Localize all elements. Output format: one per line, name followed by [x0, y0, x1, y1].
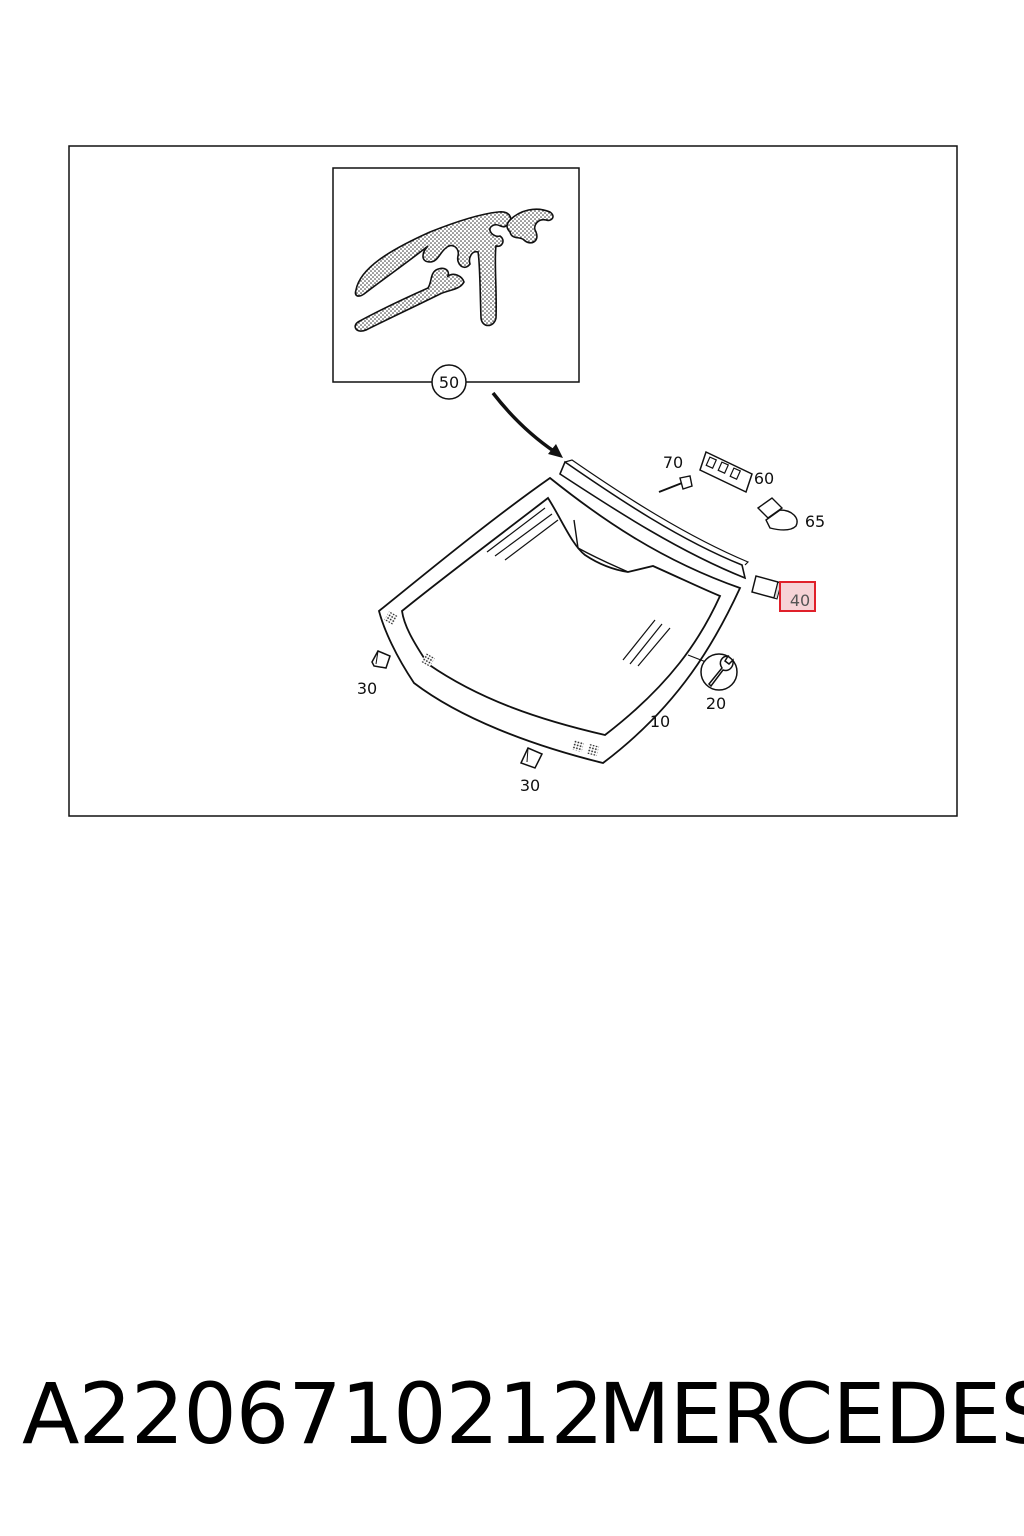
- callout-70: 70: [663, 453, 683, 472]
- highlight-box-40: [779, 581, 816, 612]
- rivet-part-70: 70: [658, 453, 693, 493]
- caption-bar: A2206710212 MERCEDES: [0, 1365, 1024, 1475]
- callout-40: 40: [790, 591, 810, 610]
- part-number: A2206710212: [22, 1365, 604, 1463]
- seal-profile-inset: 50: [332, 167, 580, 400]
- diagram-frame: [68, 145, 958, 817]
- spacer-block-bottom: 30: [520, 747, 544, 795]
- arrow-indicator: [491, 391, 563, 458]
- wrench-icon: 20: [700, 653, 738, 713]
- bracket-part-60: 60: [699, 450, 774, 494]
- clip-part-65: 65: [756, 497, 825, 531]
- callout-10: 10: [650, 712, 670, 731]
- spacer-block-left: 30: [357, 650, 391, 698]
- callout-50: 50: [439, 373, 459, 392]
- callout-30-bottom: 30: [520, 776, 540, 795]
- windshield-glass: 10: [377, 476, 742, 764]
- roof-seal-strip: [559, 459, 750, 580]
- clip-part-40: 40: [751, 575, 816, 612]
- callout-20: 20: [706, 694, 726, 713]
- callout-65: 65: [805, 512, 825, 531]
- leader-line-20: [687, 654, 707, 663]
- callout-30-left: 30: [357, 679, 377, 698]
- callout-60: 60: [754, 469, 774, 488]
- brand-name: MERCEDES: [598, 1365, 1024, 1463]
